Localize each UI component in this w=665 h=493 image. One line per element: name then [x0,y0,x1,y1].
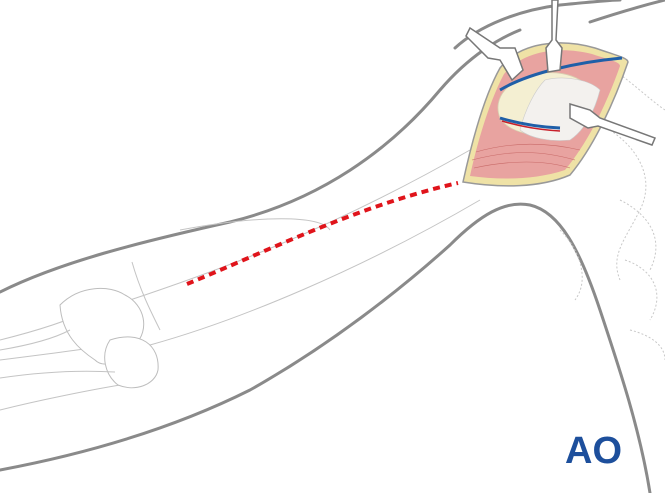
muscle-line [129,149,471,301]
elbow-bone [104,336,159,389]
circumflex-artery [501,120,561,132]
muscle-line [149,199,481,346]
humerus-shaft [131,261,161,331]
retractor-top [545,0,563,73]
muscle-fibers [471,143,581,169]
retractors [465,0,657,146]
ao-logo: AO [565,430,622,472]
arm-upper-contour [0,28,522,294]
incision-line [186,181,459,286]
circumflex-vein [499,116,561,130]
arm-lower-contour [0,202,652,493]
neck-contour [588,0,665,24]
muscle-line [0,384,121,411]
retractor-right [569,102,657,146]
surgical-wound [462,42,629,187]
forearm-bone [0,329,71,351]
forearm-bone [0,370,116,379]
retractor-left [465,26,524,82]
